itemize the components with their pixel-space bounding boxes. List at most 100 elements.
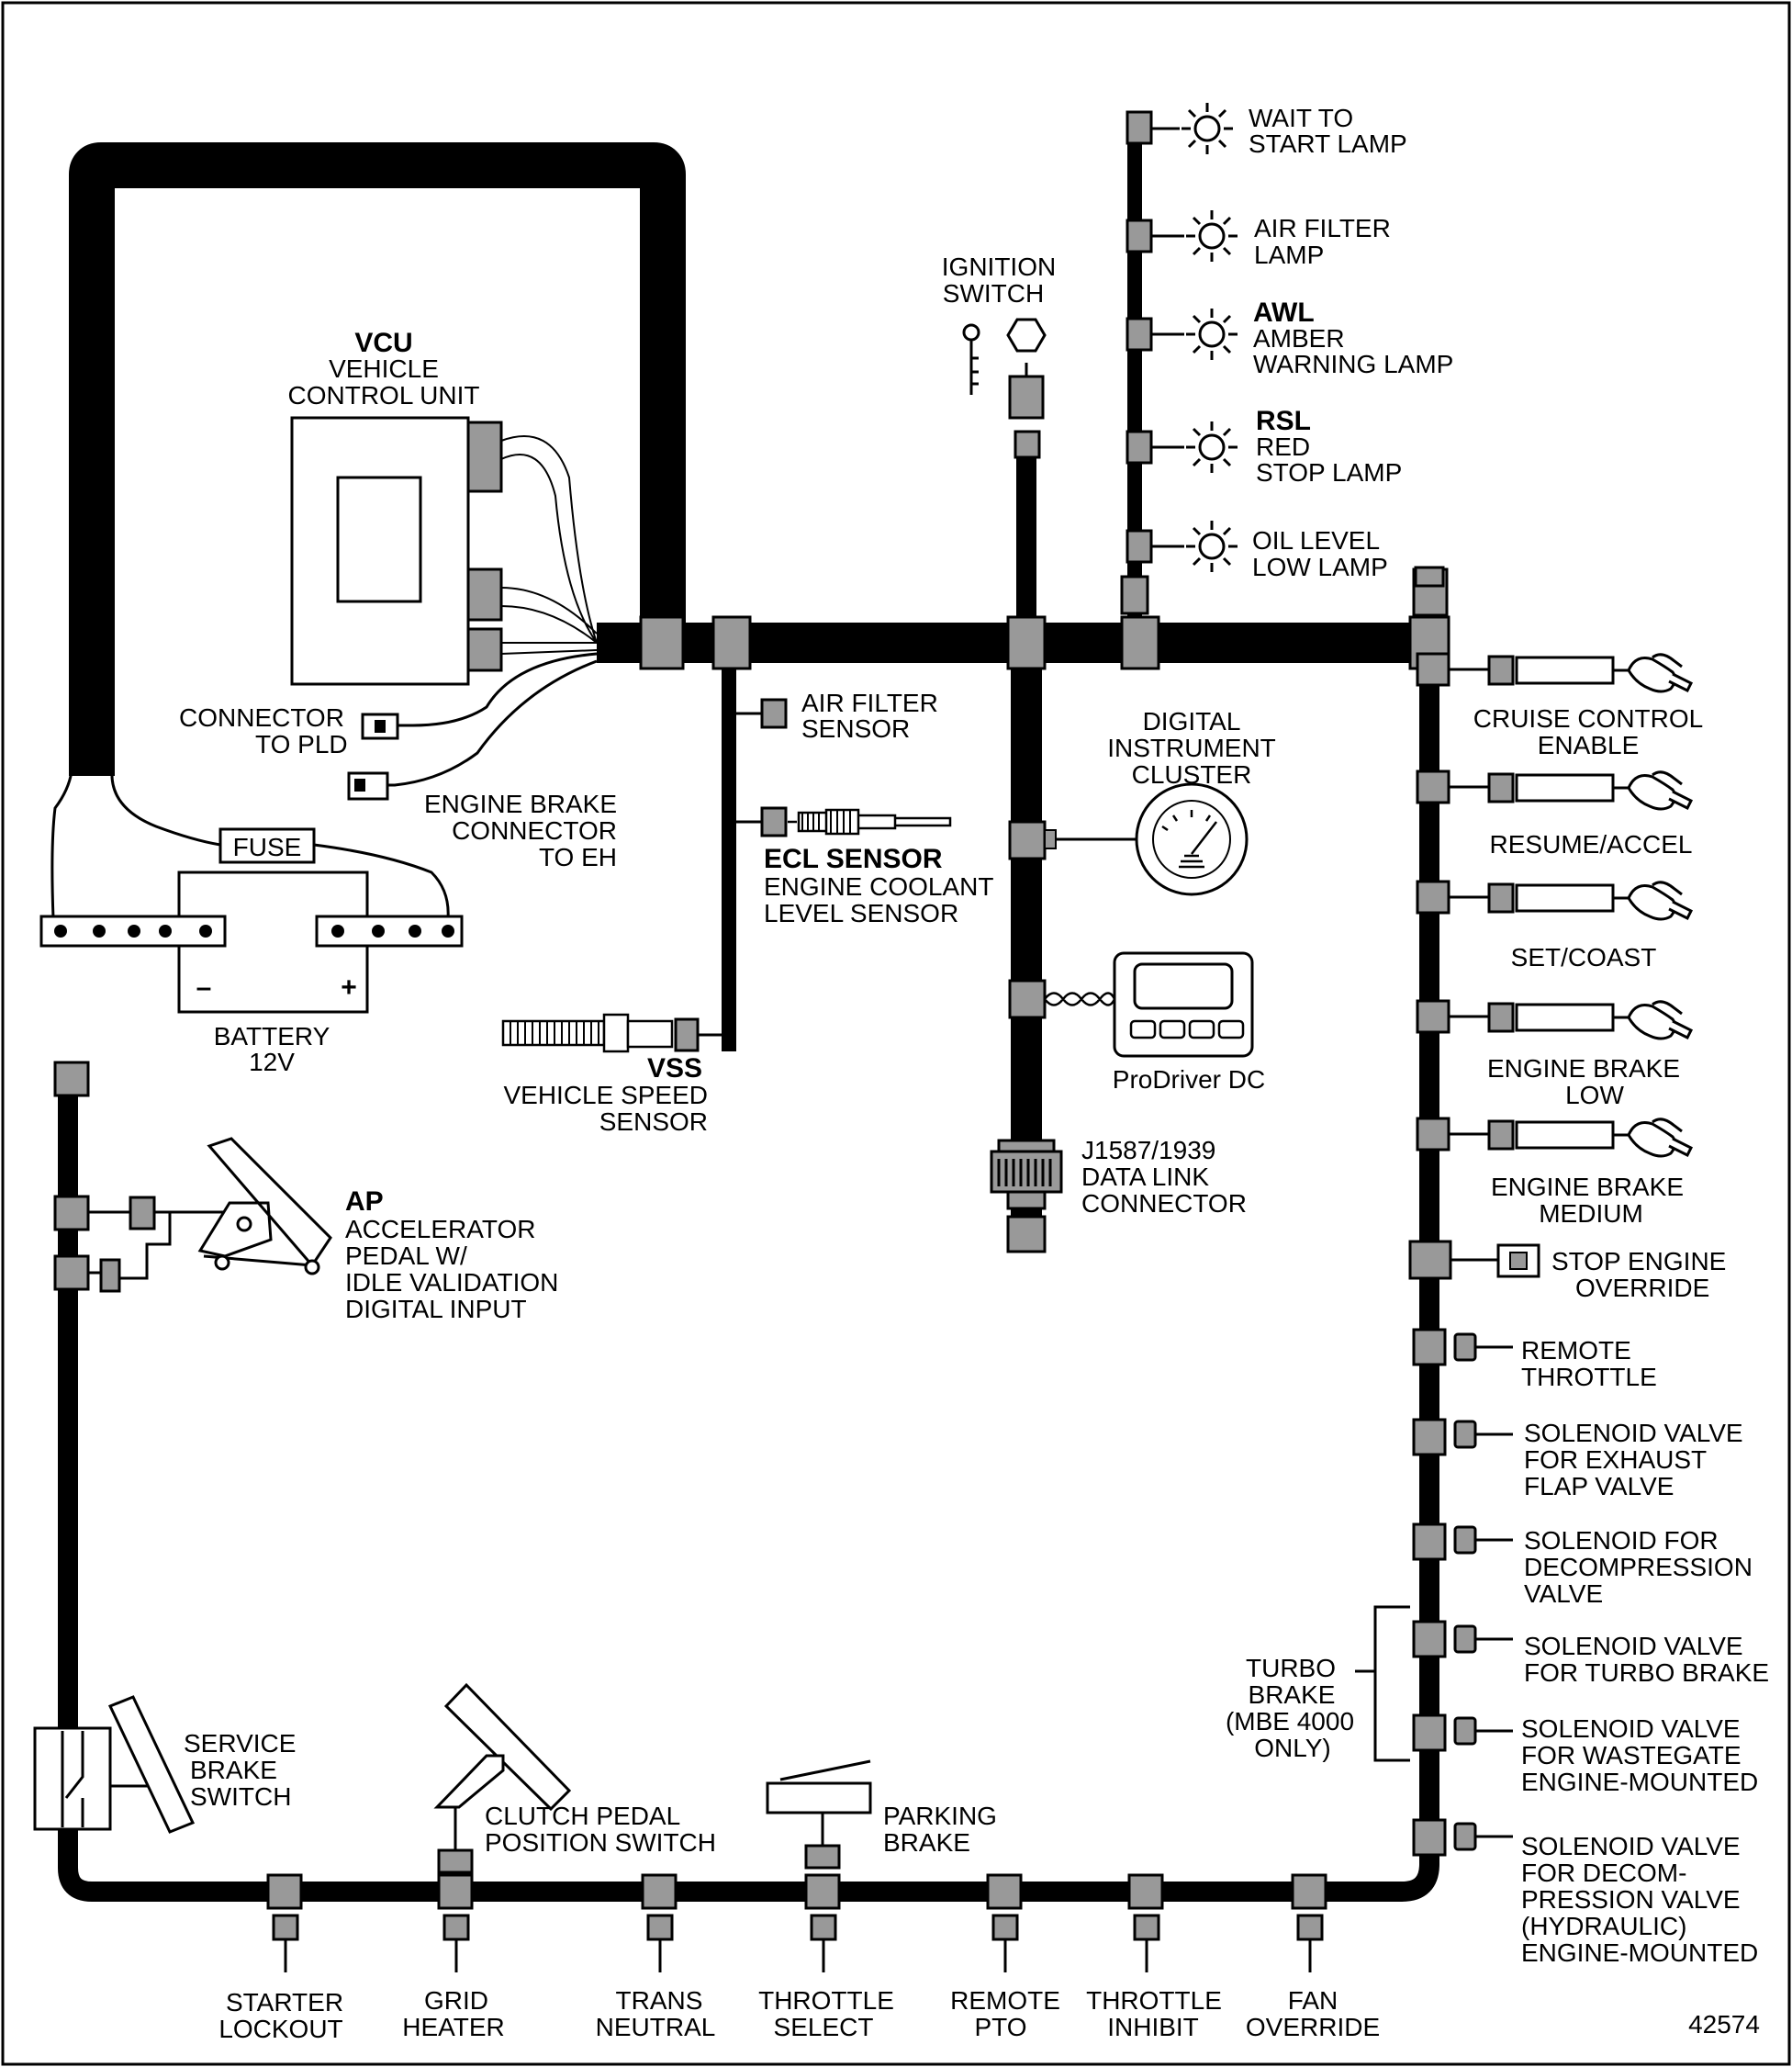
output-exhaust-flap-valve[interactable]: SOLENOID VALVE FOR EXHAUST FLAP VALVE [1412, 1418, 1743, 1500]
lamp-icon [1180, 101, 1235, 156]
lamp-rsl-line1: RED [1256, 432, 1310, 461]
lamp-awl-line2: WARNING LAMP [1253, 350, 1453, 378]
trans-line2: NEUTRAL [596, 2013, 716, 2041]
input-fan-override[interactable]: FAN OVERRIDE [1246, 1914, 1380, 2041]
ignition-line2: SWITCH [943, 279, 1044, 308]
vss-line2: SENSOR [599, 1107, 708, 1136]
fan-line1: FAN [1288, 1986, 1338, 2015]
gauge-icon [1161, 810, 1217, 869]
decomp-hyd-line4: (HYDRAULIC) [1521, 1912, 1686, 1940]
vss-sensor[interactable]: VSS VEHICLE SPEED SENSOR [501, 1013, 729, 1136]
lamp-air-line2: LAMP [1254, 241, 1324, 269]
ignition-switch[interactable]: IGNITION SWITCH [942, 253, 1056, 420]
decompression-line3: VALVE [1524, 1579, 1603, 1608]
vcu-title: VCU [354, 328, 412, 358]
parking-line1: PARKING [883, 1802, 997, 1830]
lamp-oil-level-low[interactable]: OIL LEVEL LOW LAMP [1126, 519, 1388, 581]
switch-stop-engine-override[interactable]: STOP ENGINE OVERRIDE [1408, 1240, 1726, 1302]
stop-override-line2: OVERRIDE [1575, 1274, 1709, 1302]
vss-line1: VEHICLE SPEED [503, 1081, 708, 1109]
stop-override-line1: STOP ENGINE [1551, 1247, 1726, 1275]
fuse: FUSE [218, 827, 316, 864]
exhaust-flap-line3: FLAP VALVE [1524, 1472, 1674, 1500]
digital-instrument-cluster[interactable]: DIGITAL INSTRUMENT CLUSTER [1008, 707, 1276, 896]
toggle-switch-icon [1515, 653, 1693, 693]
connector-icon [1453, 1525, 1477, 1555]
input-remote-pto[interactable]: REMOTE PTO [950, 1914, 1060, 2041]
output-wastegate-valve[interactable]: SOLENOID VALVE FOR WASTEGATE ENGINE-MOUN… [1412, 1713, 1758, 1796]
grid-line2: HEATER [402, 2013, 505, 2041]
lamp-wait-line2: START LAMP [1249, 129, 1407, 158]
engine-brake-conn-line1: ENGINE BRAKE [424, 790, 617, 818]
data-link-line3: CONNECTOR [1081, 1189, 1247, 1218]
decomp-hyd-line3: PRESSION VALVE [1521, 1885, 1741, 1914]
lamp-air-filter[interactable]: AIR FILTER LAMP [1126, 208, 1391, 269]
turbo-group-line3: (MBE 4000 [1226, 1707, 1354, 1736]
battery-minus: – [196, 972, 212, 1003]
eb-low-line2: LOW [1565, 1081, 1624, 1109]
switch-cruise-control[interactable]: CRUISE CONTROL ENABLE [1416, 652, 1703, 759]
service-brake-line3: SWITCH [190, 1782, 291, 1811]
switch-engine-brake-low[interactable]: ENGINE BRAKE LOW [1416, 999, 1693, 1109]
toggle-switch-icon [1515, 1000, 1693, 1040]
connector-icon [1453, 1822, 1477, 1851]
ecl-sensor[interactable]: ECL SENSOR ENGINE COOLANT LEVEL SENSOR [729, 806, 993, 927]
fuse-label: FUSE [233, 833, 302, 861]
output-remote-throttle[interactable]: REMOTE THROTTLE [1412, 1328, 1657, 1391]
data-link-line2: DATA LINK [1081, 1163, 1209, 1191]
turbo-group-line4: ONLY) [1254, 1734, 1331, 1762]
data-link-connector[interactable]: J1587/1939 DATA LINK CONNECTOR [990, 1136, 1247, 1253]
input-throttle-inhibit[interactable]: THROTTLE INHIBIT [1086, 1914, 1222, 2041]
inhibit-line2: INHIBIT [1107, 2013, 1199, 2041]
lamp-icon [1184, 519, 1239, 574]
lamp-icon [1184, 307, 1239, 362]
lamp-wait-line1: WAIT TO [1249, 104, 1353, 132]
clutch-pedal-switch[interactable]: CLUTCH PEDAL POSITION SWITCH [433, 1682, 716, 1874]
toggle-switch-icon [1515, 770, 1693, 811]
decomp-hyd-line2: FOR DECOM- [1521, 1859, 1686, 1887]
key-icon [962, 323, 980, 395]
lamp-amber-warning[interactable]: AWL AMBER WARNING LAMP [1126, 298, 1453, 378]
battery-plus: + [341, 972, 357, 1003]
battery-line2: 12V [249, 1048, 295, 1076]
output-decompression-hydraulic[interactable]: SOLENOID VALVE FOR DECOM- PRESSION VALVE… [1412, 1818, 1758, 1967]
input-trans-neutral[interactable]: TRANS NEUTRAL [596, 1914, 716, 2041]
figure-number: 42574 [1688, 2010, 1760, 2039]
parking-brake-switch[interactable]: PARKING BRAKE [766, 1759, 997, 1870]
input-throttle-select[interactable]: THROTTLE SELECT [758, 1914, 894, 2041]
vcu-line2: CONTROL UNIT [288, 381, 480, 410]
turbo-brake-valve-line1: SOLENOID VALVE [1524, 1632, 1743, 1660]
battery[interactable]: – + BATTERY 12V [39, 871, 464, 1076]
lamp-rsl-line2: STOP LAMP [1256, 458, 1402, 487]
ecl-sensor-line1: ENGINE COOLANT [764, 872, 993, 901]
accelerator-pedal[interactable]: AP ACCELERATOR PEDAL W/ IDLE VALIDATION … [88, 1137, 558, 1323]
switch-set-coast[interactable]: SET/COAST [1416, 880, 1693, 972]
air-filter-sensor[interactable]: AIR FILTER SENSOR [729, 689, 938, 743]
output-decompression-valve[interactable]: SOLENOID FOR DECOMPRESSION VALVE [1412, 1522, 1753, 1608]
engine-brake-conn-line3: TO EH [539, 843, 617, 871]
engine-brake-conn-line2: CONNECTOR [452, 816, 617, 845]
cluster-line1: DIGITAL [1143, 707, 1241, 736]
output-turbo-brake-valve[interactable]: SOLENOID VALVE FOR TURBO BRAKE [1412, 1620, 1769, 1687]
lamp-red-stop[interactable]: RSL RED STOP LAMP [1126, 406, 1402, 487]
starter-line1: STARTER [226, 1988, 343, 2016]
turbo-group-line2: BRAKE [1249, 1680, 1336, 1709]
left-trunk-connectors [53, 1061, 90, 1291]
data-link-line1: J1587/1939 [1081, 1136, 1215, 1164]
engine-brake-connector[interactable]: ENGINE BRAKE CONNECTOR TO EH [347, 771, 617, 871]
input-starter-lockout[interactable]: STARTER LOCKOUT [218, 1914, 343, 2043]
prodriver-dc[interactable]: ProDriver DC [1008, 951, 1265, 1094]
lamp-awl-title: AWL [1253, 298, 1315, 328]
throttle-select-line1: THROTTLE [758, 1986, 894, 2015]
lamp-awl-line1: AMBER [1253, 324, 1345, 353]
vcu-line1: VEHICLE [329, 354, 439, 383]
service-brake-switch[interactable]: SERVICE BRAKE SWITCH [33, 1695, 296, 1834]
lamp-wait-to-start[interactable]: WAIT TO START LAMP [1126, 101, 1407, 158]
switch-resume-accel[interactable]: RESUME/ACCEL [1416, 770, 1693, 859]
vcu-unit[interactable]: VCU VEHICLE CONTROL UNIT [288, 328, 598, 686]
wastegate-line2: FOR WASTEGATE [1521, 1741, 1742, 1769]
switch-engine-brake-medium[interactable]: ENGINE BRAKE MEDIUM [1416, 1117, 1693, 1228]
turbo-brake-group: TURBO BRAKE (MBE 4000 ONLY) [1226, 1605, 1410, 1762]
input-grid-heater[interactable]: GRID HEATER [402, 1914, 505, 2041]
connector-to-pld[interactable]: CONNECTOR TO PLD [179, 703, 399, 758]
